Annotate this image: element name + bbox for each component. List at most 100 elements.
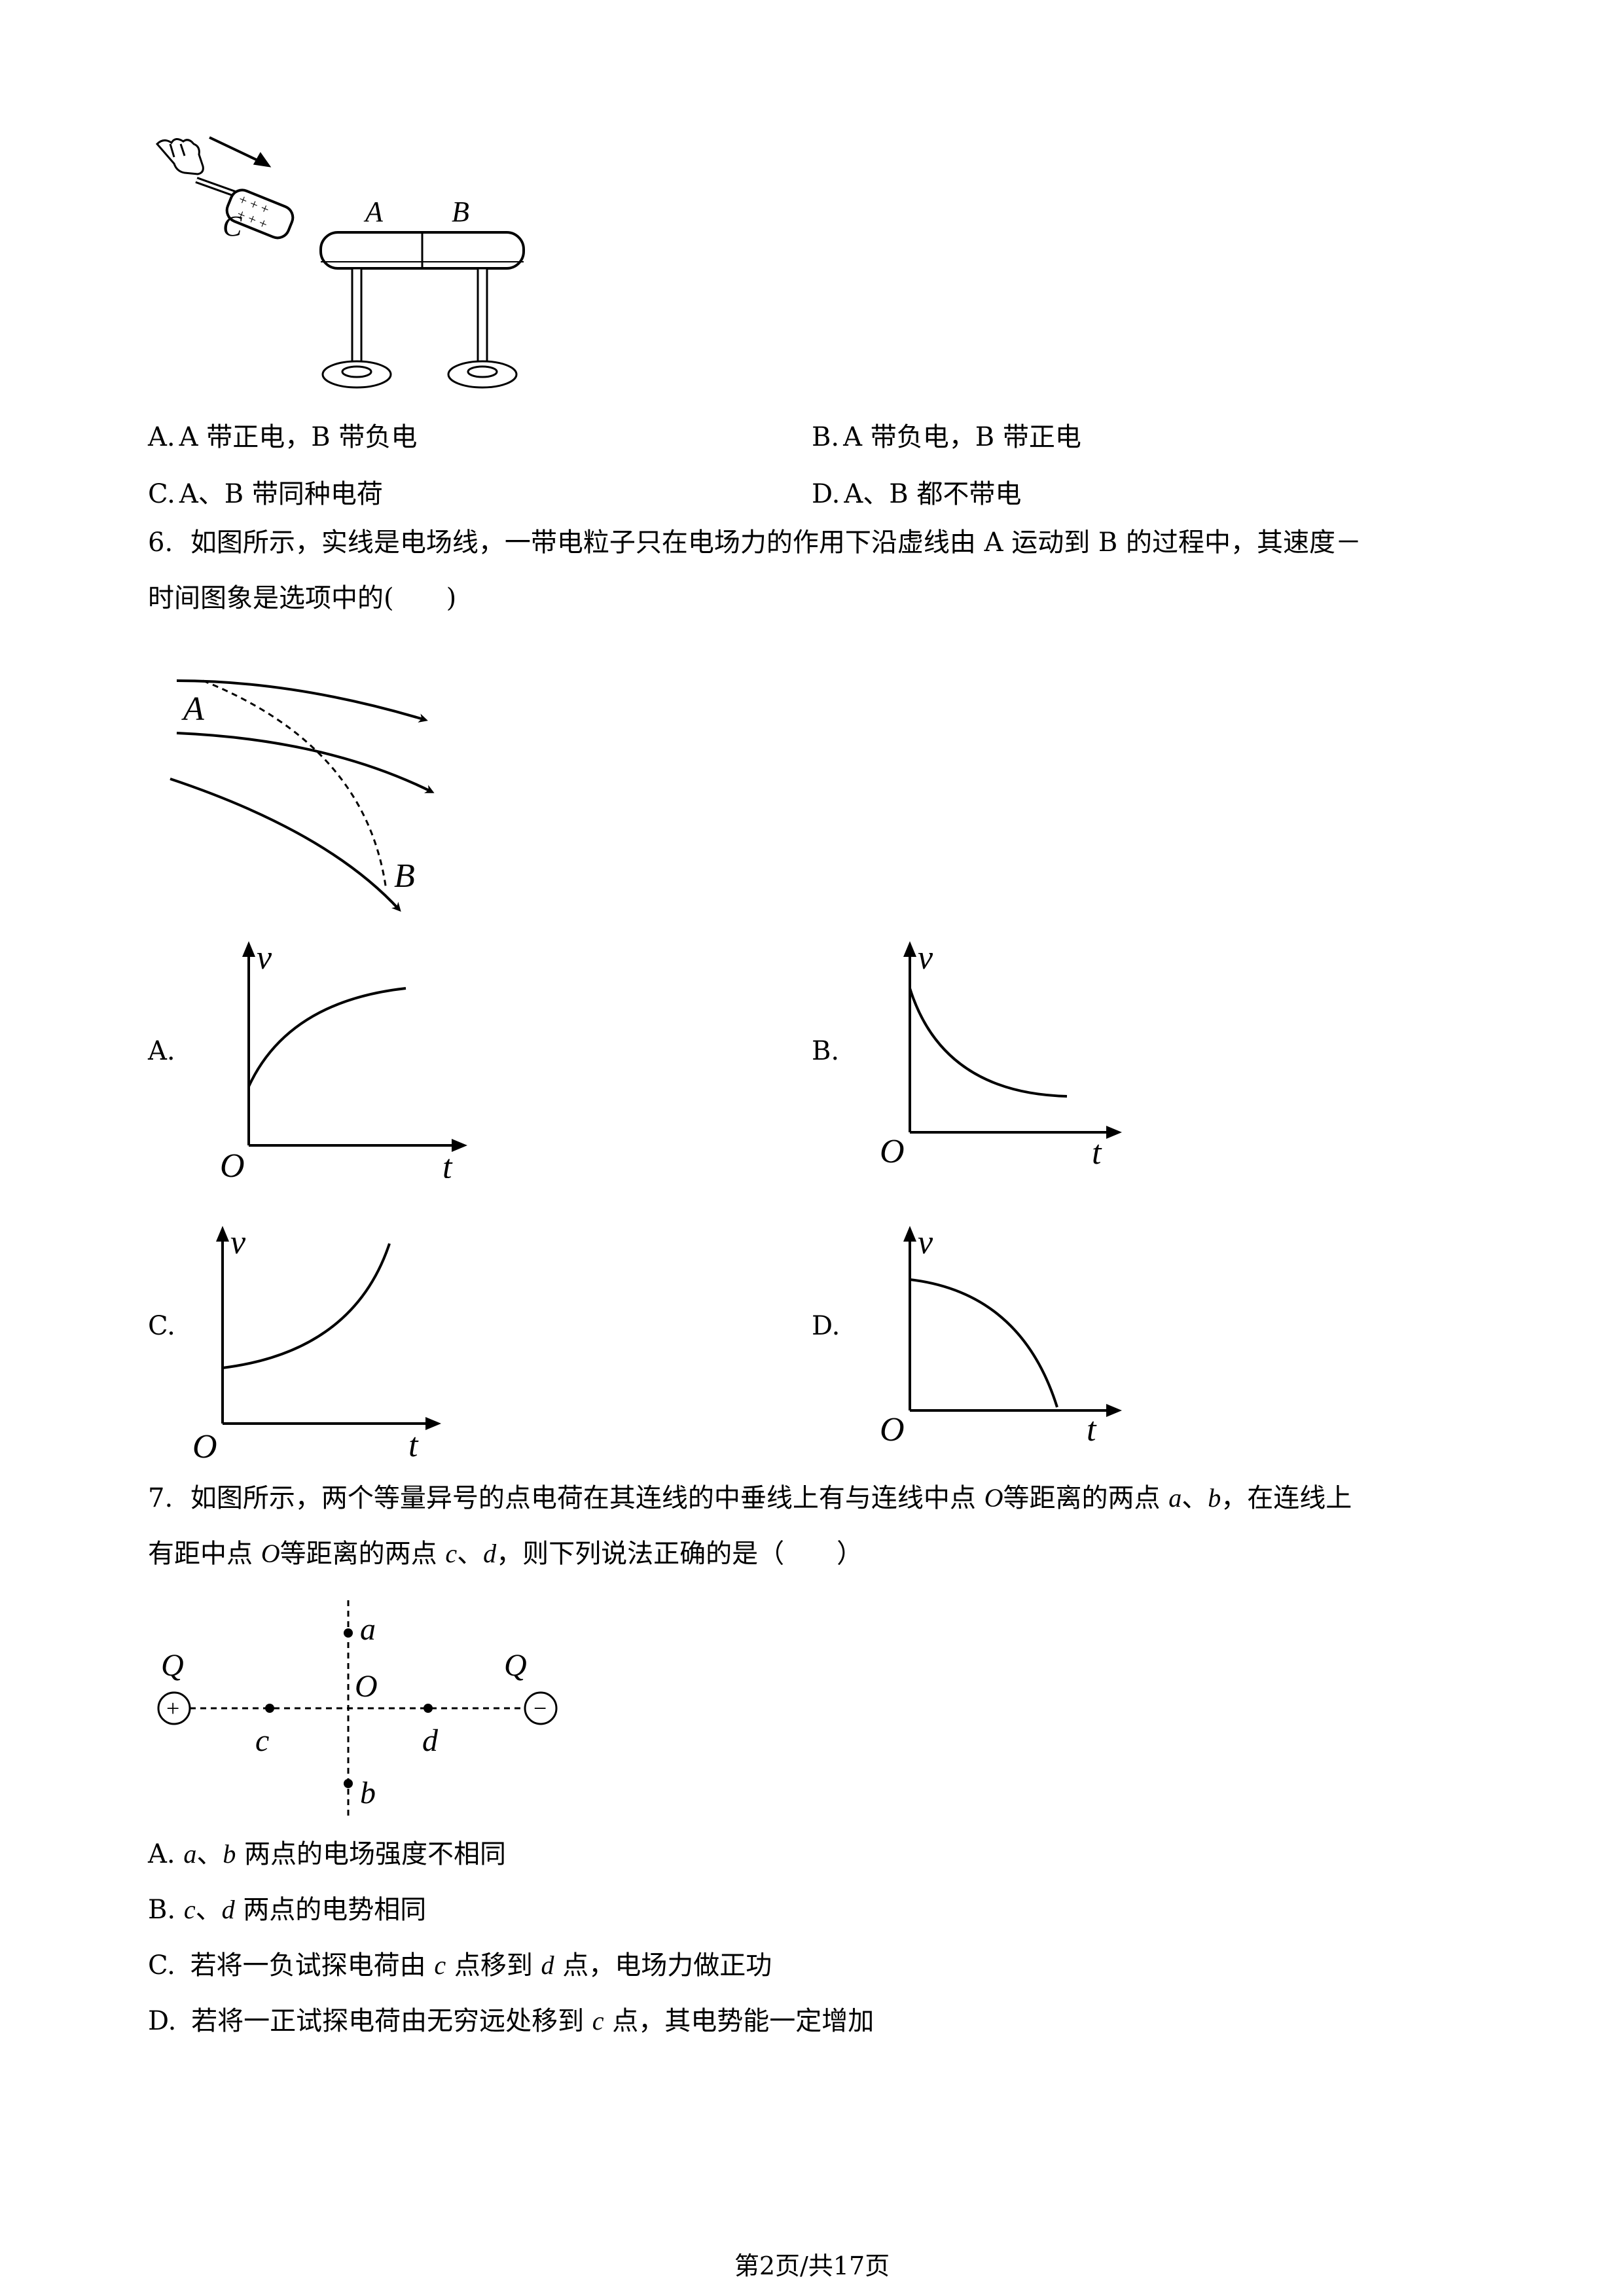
q5-option-d[interactable]: D.A、B 都不带电 [812, 473, 1021, 511]
q7-option-a[interactable]: A. a、b 两点的电场强度不相同 [148, 1833, 506, 1871]
option-text: 若将一负试探电荷由 [190, 1950, 426, 1981]
svg-text:−: − [533, 1695, 547, 1721]
q7-option-d[interactable]: D. 若将一正试探电荷由无穷远处移到 c 点，其电势能一定增加 [148, 2000, 874, 2037]
stem-text: ，在连线上 [1221, 1483, 1352, 1513]
v-t-curve [222, 1243, 391, 1369]
positive-charge-icon: + [157, 1691, 191, 1725]
label-b: B [452, 196, 469, 228]
separator: 、 [1182, 1483, 1208, 1513]
point-d: d [541, 1950, 554, 1980]
motion-arrow-icon [209, 136, 272, 168]
point-a: a [1168, 1483, 1182, 1513]
q6-graph-b[interactable]: v t O [871, 929, 1146, 1178]
q5-option-a[interactable]: A.A 带正电，B 带负电 [148, 416, 417, 454]
q6-option-b-key[interactable]: B. [812, 1036, 840, 1066]
separator: 、 [195, 1895, 222, 1925]
point-d: d [221, 1895, 235, 1924]
label-d: d [422, 1723, 439, 1758]
option-key: D. [148, 2006, 177, 2036]
q6-graph-d[interactable]: v t O [871, 1214, 1152, 1463]
origin-label: O [880, 1133, 905, 1170]
right-charge-label: Q [504, 1648, 527, 1683]
charged-body-c: + + + + + + [225, 188, 295, 240]
option-key: C. [148, 1950, 175, 1981]
label-a: a [360, 1612, 376, 1647]
origin-label: O [880, 1411, 905, 1448]
option-text: A 带正电，B 带负电 [179, 422, 418, 452]
option-text: 两点的电势相同 [243, 1895, 427, 1925]
stand-right [447, 267, 518, 389]
q6-field-figure: A B [164, 668, 452, 929]
origin-label: O [220, 1147, 245, 1178]
field-line-2 [176, 732, 435, 793]
point-c-dot [265, 1704, 274, 1713]
option-text: 点，其电势能一定增加 [612, 2006, 875, 2036]
stem-text: ，则下列说法正确的是（ ） [496, 1539, 863, 1569]
q6-stem-line1: 6. 如图所示，实线是电场线，一带电粒子只在电场力的作用下沿虚线由 A 运动到 … [148, 527, 1362, 558]
axis-v-label: v [257, 939, 272, 977]
q6-stem-line2: 时间图象是选项中的( ) [148, 583, 456, 614]
field-line-1 [176, 679, 428, 723]
axis-v-label: v [918, 939, 933, 977]
q7-stem-line1: 7. 如图所示，两个等量异号的点电荷在其连线的中垂线上有与连线中点 O等距离的两… [148, 1482, 1352, 1514]
page-footer: 第2页/共17页 [734, 2251, 890, 2280]
q5-option-c[interactable]: C.A、B 带同种电荷 [148, 473, 383, 511]
point-o: O [261, 1539, 280, 1568]
axis-v-label: v [918, 1224, 933, 1261]
axis-t-label: t [1092, 1134, 1102, 1172]
option-key: A. [148, 1839, 175, 1869]
point-c: c [183, 1895, 196, 1924]
stem-text: 等距离的两点 [1003, 1483, 1161, 1513]
v-t-curve [909, 988, 1068, 1098]
axis-v-label: v [230, 1224, 246, 1261]
stem-text: 如图所示，实线是电场线，一带电粒子只在电场力的作用下沿虚线由 A 运动到 B 的… [190, 528, 1362, 558]
option-text: 若将一正试探电荷由无穷远处移到 [191, 2006, 585, 2036]
stem-text: 如图所示，两个等量异号的点电荷在其连线的中垂线上有与连线中点 [190, 1483, 976, 1513]
q6-graph-a[interactable]: v t O [209, 929, 484, 1186]
separator: 、 [457, 1539, 484, 1569]
stem-text: 时间图象是选项中的( ) [148, 583, 457, 613]
q7-stem-line2: 有距中点 O等距离的两点 c、d，则下列说法正确的是（ ） [148, 1538, 863, 1570]
q7-option-c[interactable]: C. 若将一负试探电荷由 c 点移到 d 点，电场力做正功 [148, 1944, 772, 1982]
point-a-dot [344, 1628, 353, 1638]
option-key: A. [148, 422, 175, 452]
stem-text: 有距中点 [148, 1539, 253, 1569]
stem-text: 等距离的两点 [280, 1539, 437, 1569]
option-text: 两点的电场强度不相同 [244, 1839, 507, 1869]
option-key: C. [148, 479, 175, 509]
point-d-dot [424, 1704, 433, 1713]
q7-option-b[interactable]: B. c、d 两点的电势相同 [148, 1888, 426, 1926]
axis-t-label: t [442, 1149, 453, 1178]
label-b: B [394, 857, 415, 895]
hand-icon [155, 138, 204, 175]
label-c: C [223, 210, 242, 242]
option-key: D. [812, 479, 840, 509]
q6-option-a-key[interactable]: A. [148, 1036, 175, 1066]
label-b: b [360, 1776, 376, 1810]
left-charge-label: Q [161, 1648, 184, 1683]
label-a: A [181, 691, 204, 728]
label-c: c [255, 1723, 269, 1758]
option-key: B. [812, 422, 840, 452]
question-number: 6. [148, 528, 173, 558]
point-o: O [984, 1483, 1003, 1513]
axis-t-label: t [408, 1427, 419, 1463]
q6-graph-c[interactable]: v t O [183, 1214, 465, 1465]
label-o: O [355, 1669, 378, 1704]
option-text: 点移到 [454, 1950, 533, 1981]
q7-charges-figure: + − Q Q a b c d O [151, 1597, 569, 1820]
q5-option-b[interactable]: B.A 带负电，B 带正电 [812, 416, 1081, 454]
axis-t-label: t [1087, 1411, 1097, 1448]
point-d: d [483, 1539, 497, 1568]
trajectory-dashed [202, 679, 388, 891]
q5-figure: + + + + + + C A B [144, 124, 537, 399]
stand-left [321, 267, 392, 389]
point-b: b [1208, 1483, 1221, 1513]
separator: 、 [196, 1839, 223, 1869]
option-text: 点，电场力做正功 [562, 1950, 772, 1981]
q6-option-d-key[interactable]: D. [812, 1311, 840, 1341]
point-b-dot [344, 1779, 353, 1788]
option-text: A、B 带同种电荷 [179, 479, 383, 509]
q6-option-c-key[interactable]: C. [148, 1311, 175, 1341]
point-c: c [592, 2006, 604, 2036]
